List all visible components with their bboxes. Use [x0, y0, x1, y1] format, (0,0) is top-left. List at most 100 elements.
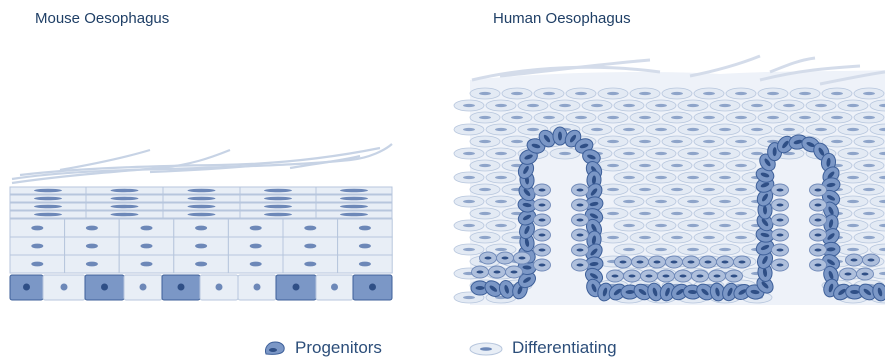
nucleus [863, 116, 875, 119]
nucleus [777, 189, 784, 192]
nucleus [671, 140, 683, 143]
nucleus [703, 140, 715, 143]
nucleus [783, 128, 795, 131]
nucleus [195, 262, 207, 267]
nucleus [61, 284, 68, 291]
nucleus [831, 92, 843, 95]
nucleus [623, 224, 635, 227]
nucleus [705, 261, 712, 264]
nucleus [304, 244, 316, 249]
nucleus [815, 249, 822, 252]
nucleus [141, 262, 153, 267]
nucleus [863, 92, 875, 95]
nucleus [751, 152, 763, 155]
legend-differentiating-label: Differentiating [512, 338, 617, 358]
legend-progenitors: Progenitors [263, 338, 382, 358]
nucleus [863, 236, 875, 239]
nucleus [539, 249, 546, 252]
nucleus [359, 262, 371, 267]
nucleus [141, 226, 153, 231]
nucleus [527, 128, 539, 131]
nucleus [623, 200, 635, 203]
nucleus [735, 140, 747, 143]
nucleus [477, 271, 484, 274]
nucleus [539, 204, 546, 207]
nucleus [254, 284, 261, 291]
nucleus [655, 248, 667, 251]
nucleus [304, 226, 316, 231]
nucleus [607, 116, 619, 119]
nucleus [655, 128, 667, 131]
differentiating-swatch-icon [468, 340, 504, 356]
nucleus [479, 116, 491, 119]
nucleus [731, 275, 738, 278]
nucleus [340, 189, 368, 192]
nucleus [178, 284, 185, 291]
legend-differentiating: Differentiating [468, 338, 617, 358]
nucleus [111, 205, 139, 208]
nucleus [543, 116, 555, 119]
nucleus [511, 140, 523, 143]
nucleus [86, 244, 98, 249]
nucleus [591, 128, 603, 131]
nucleus [688, 261, 695, 264]
nucleus [639, 116, 651, 119]
nucleus [646, 275, 653, 278]
nucleus [111, 189, 139, 192]
nucleus [623, 248, 635, 251]
nucleus [680, 275, 687, 278]
nucleus [340, 213, 368, 216]
nucleus [101, 284, 108, 291]
nucleus [140, 284, 147, 291]
nucleus [815, 104, 827, 107]
nucleus [719, 200, 731, 203]
nucleus [863, 140, 875, 143]
nucleus [815, 204, 822, 207]
nucleus [735, 188, 747, 191]
nucleus [511, 92, 523, 95]
nucleus [639, 140, 651, 143]
nucleus [34, 205, 62, 208]
nucleus [539, 189, 546, 192]
nucleus [31, 262, 43, 267]
nucleus [719, 152, 731, 155]
nucleus [575, 92, 587, 95]
nucleus [671, 92, 683, 95]
nucleus [815, 189, 822, 192]
nucleus [264, 213, 292, 216]
nucleus [751, 104, 763, 107]
nucleus [264, 205, 292, 208]
nucleus [697, 275, 704, 278]
nucleus [777, 234, 784, 237]
nucleus [722, 261, 729, 264]
nucleus [655, 200, 667, 203]
nucleus [31, 226, 43, 231]
nucleus [479, 140, 491, 143]
nucleus [687, 200, 699, 203]
nucleus [655, 104, 667, 107]
nucleus [31, 244, 43, 249]
mouse-epithelium [10, 144, 392, 300]
human-epithelium [454, 56, 885, 305]
nucleus [687, 128, 699, 131]
nucleus [703, 92, 715, 95]
nucleus [141, 244, 153, 249]
nucleus [863, 164, 875, 167]
nucleus [847, 128, 859, 131]
nucleus [777, 264, 784, 267]
nucleus [607, 188, 619, 191]
nucleus [463, 200, 475, 203]
nucleus [111, 197, 139, 200]
nucleus [463, 224, 475, 227]
nucleus [250, 244, 262, 249]
nucleus [188, 213, 216, 216]
nucleus [831, 116, 843, 119]
nucleus [687, 104, 699, 107]
nucleus [777, 204, 784, 207]
nucleus [703, 188, 715, 191]
nucleus [639, 92, 651, 95]
nucleus [687, 152, 699, 155]
nucleus [34, 189, 62, 192]
nucleus [847, 176, 859, 179]
nucleus [494, 271, 501, 274]
